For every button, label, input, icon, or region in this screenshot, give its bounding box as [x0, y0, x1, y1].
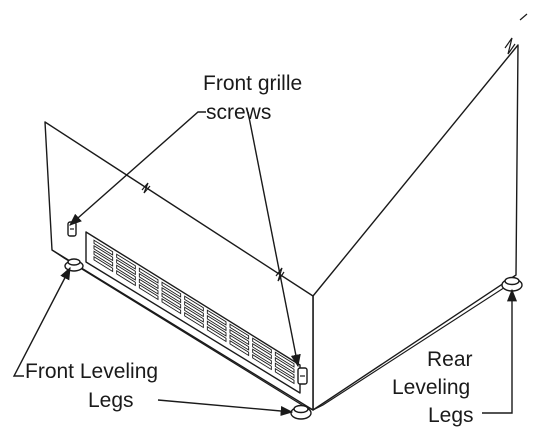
rear-leveling-legs-leader: [482, 288, 518, 414]
grille-slot: [252, 342, 272, 360]
grille-slot: [252, 348, 272, 365]
grille-slot: [206, 314, 227, 332]
grille-slot: [116, 269, 136, 287]
grille-slot: [184, 300, 204, 318]
grille-slot: [138, 278, 159, 295]
front-grille-screws-label-line1: Front grille: [203, 72, 302, 95]
grille-slot: [274, 367, 295, 385]
front-grille: [85, 231, 301, 394]
grille-slot: [206, 325, 227, 343]
front-leveling-legs-leader-right: [157, 399, 294, 417]
grille-slot: [206, 320, 227, 337]
grille-slot: [93, 244, 114, 262]
grille-slot: [116, 258, 136, 276]
rear-leveling-legs-label-line3: Legs: [428, 404, 474, 427]
front-leveling-legs-leader-left: [12, 266, 71, 377]
grille-slot: [116, 264, 136, 281]
screw-icon[interactable]: [297, 367, 308, 385]
grille-slots: [93, 239, 295, 385]
leveling-leg-icon[interactable]: [290, 404, 312, 420]
leveling-leg-icon[interactable]: [64, 258, 84, 272]
grille-slot: [184, 311, 204, 329]
grille-slot: [138, 267, 159, 284]
leveling-leg-icon[interactable]: [501, 276, 523, 292]
break-mark-icon: [141, 182, 151, 194]
grille-slot: [138, 272, 159, 290]
front-grille-screws-leader-right: [247, 111, 301, 368]
cabinet-right-side-panel: [312, 44, 519, 411]
front-leveling-legs-label-line1: Front Leveling: [25, 360, 158, 383]
grille-slot: [116, 253, 136, 270]
rear-leveling-legs-label-line1: Rear: [427, 348, 473, 371]
grille-slot: [161, 281, 182, 298]
front-grille-screws-label-line2: screws: [206, 101, 271, 124]
cabinet-side-bottom-edge: [312, 279, 517, 411]
grille-slot: [138, 283, 159, 301]
grille-slot: [161, 297, 182, 315]
break-mark-icon: [504, 37, 516, 55]
grille-slot: [252, 337, 272, 354]
grille-slot: [206, 309, 227, 326]
grille-slot: [252, 353, 272, 371]
grille-slot: [229, 339, 250, 357]
grille-slot: [184, 295, 204, 312]
grille-slot: [229, 328, 250, 346]
grille-slot: [93, 239, 114, 256]
grille-slot: [229, 334, 250, 351]
front-leveling-legs-label-line2: Legs: [88, 389, 134, 412]
grille-slot: [161, 292, 182, 309]
front-grille-screws-leader-left: [69, 111, 206, 226]
rear-leveling-legs-label-line2: Leveling: [392, 376, 470, 399]
grille-slot: [184, 306, 204, 323]
grille-slot: [93, 255, 114, 273]
grille-slot: [229, 323, 250, 340]
grille-slot: [274, 356, 295, 374]
grille-slot: [274, 362, 295, 379]
grille-slot: [161, 286, 182, 304]
break-mark-icon: [519, 13, 528, 21]
grille-slot: [93, 250, 114, 267]
